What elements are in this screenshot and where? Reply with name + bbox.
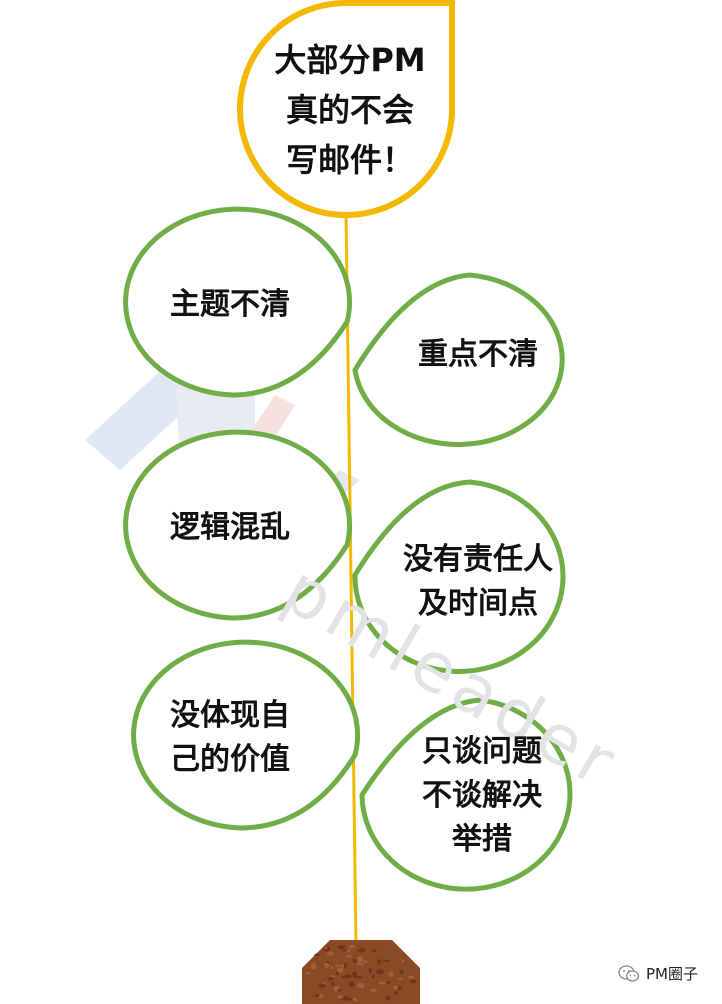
soil-speck bbox=[337, 967, 344, 973]
title-leaf-shape bbox=[237, 0, 456, 218]
soil-speck bbox=[385, 995, 391, 1001]
soil-speck bbox=[358, 948, 366, 953]
leaf-shape-focus-unclear bbox=[352, 272, 565, 447]
soil-speck bbox=[376, 969, 384, 975]
leaf-shape-logic-confused bbox=[123, 429, 353, 621]
soil-speck bbox=[337, 989, 342, 992]
soil-speck bbox=[370, 988, 377, 992]
soil-speck bbox=[408, 975, 415, 979]
leaf-shape-no-self-value bbox=[131, 639, 361, 831]
soil-speck bbox=[340, 976, 347, 979]
leaf-shape-problem-no-solution bbox=[359, 697, 573, 892]
soil-speck bbox=[352, 958, 357, 964]
soil-speck bbox=[327, 976, 334, 981]
soil-speck bbox=[394, 991, 398, 996]
tree-stem bbox=[344, 211, 358, 946]
soil-texture bbox=[305, 944, 417, 1002]
soil-speck bbox=[388, 971, 394, 977]
soil-speck bbox=[399, 970, 404, 975]
soil-speck bbox=[382, 959, 390, 962]
title-leaf-text: 大部分PM 真的不会 写邮件！ bbox=[274, 41, 426, 179]
leaf-text-no-self-value: 没体现自 己的价值 bbox=[170, 698, 290, 777]
soil-speck bbox=[314, 953, 320, 957]
soil-speck bbox=[401, 959, 405, 963]
soil-speck bbox=[324, 962, 330, 968]
soil-speck bbox=[340, 964, 345, 968]
soil-speck bbox=[409, 979, 417, 984]
soil-speck bbox=[362, 960, 368, 963]
credit: PM圈子 bbox=[618, 963, 698, 984]
leaf-text-problem-no-solution: 只谈问题 不谈解决 举措 bbox=[422, 734, 542, 857]
soil-speck bbox=[331, 981, 335, 986]
soil-speck bbox=[371, 974, 375, 979]
leaf-text-focus-unclear: 重点不清 bbox=[418, 337, 538, 372]
soil-speck bbox=[357, 982, 365, 989]
soil-speck bbox=[305, 972, 311, 975]
soil-speck bbox=[314, 994, 320, 998]
leaf-text-no-owner-deadline: 没有责任人 及时间点 bbox=[403, 542, 553, 621]
soil-speck bbox=[353, 997, 358, 1002]
soil-speck bbox=[348, 944, 356, 949]
soil-speck bbox=[352, 975, 361, 979]
soil-speck bbox=[371, 949, 377, 952]
soil-speck bbox=[330, 966, 334, 969]
soil-speck bbox=[357, 956, 364, 962]
soil-speck bbox=[345, 997, 352, 1001]
soil-speck bbox=[357, 961, 362, 966]
soil-speck bbox=[311, 962, 316, 969]
soil-speck bbox=[337, 995, 344, 999]
soil-speck bbox=[335, 964, 340, 967]
credit-text: PM圈子 bbox=[646, 965, 698, 983]
soil-speck bbox=[368, 967, 372, 974]
soil-speck bbox=[397, 977, 404, 981]
leaf-shape-subject-unclear bbox=[123, 206, 353, 398]
leaf-text-logic-confused: 逻辑混乱 bbox=[170, 510, 290, 545]
soil-speck bbox=[324, 947, 328, 950]
wechat-icon bbox=[618, 964, 640, 982]
soil-speck bbox=[392, 985, 399, 990]
leaf-text-subject-unclear: 主题不清 bbox=[170, 287, 290, 322]
soil-speck bbox=[360, 963, 364, 966]
leaf-shape-no-owner-deadline bbox=[352, 479, 566, 674]
soil-speck bbox=[327, 951, 334, 956]
soil-speck bbox=[335, 971, 340, 975]
soil-speck bbox=[377, 958, 382, 965]
soil-speck bbox=[346, 954, 353, 958]
soil-pot bbox=[302, 940, 420, 1004]
soil-speck bbox=[346, 949, 351, 953]
soil-speck bbox=[337, 945, 346, 950]
soil-speck bbox=[351, 971, 358, 977]
soil-speck bbox=[318, 983, 326, 988]
soil-speck bbox=[386, 981, 391, 984]
soil-speck bbox=[348, 981, 355, 987]
soil-speck bbox=[343, 962, 347, 969]
soil-speck bbox=[378, 981, 386, 985]
